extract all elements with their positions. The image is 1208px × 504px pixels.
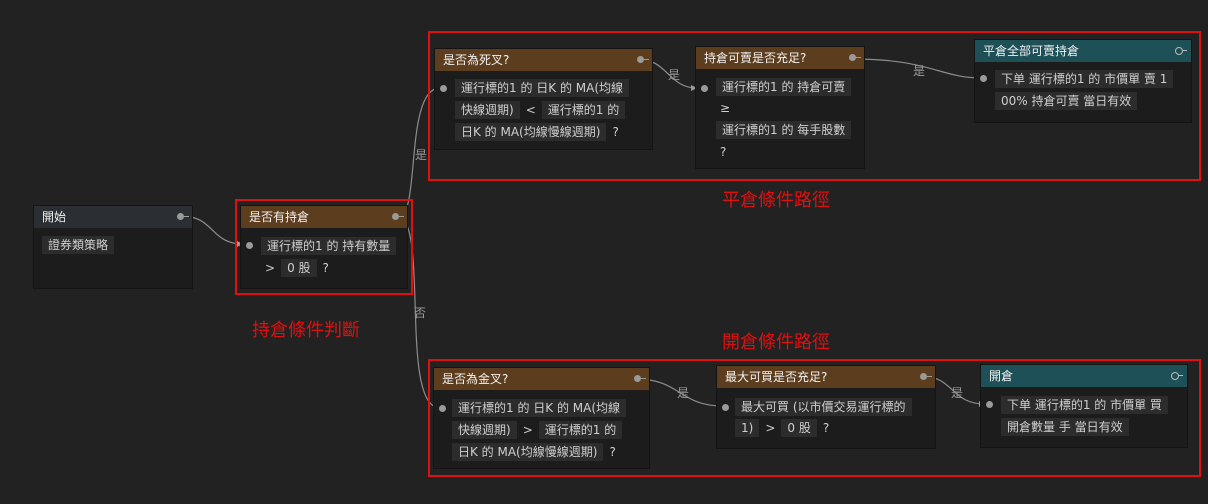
node-title: 是否為金叉? [442, 372, 509, 386]
condition-param-left[interactable]: 運行標的1 的 日K 的 MA(均線 [455, 79, 630, 97]
annotation-open-path: 開倉條件路徑 [722, 332, 830, 353]
annotation-box-close-path [428, 31, 1201, 181]
condition-param-left-cont[interactable]: 快線週期) [455, 101, 520, 119]
output-port[interactable] [637, 56, 649, 63]
input-port[interactable] [439, 405, 446, 412]
question-mark: ? [322, 261, 329, 275]
operator[interactable]: > [265, 261, 276, 275]
node-header: 最大可買是否充足? [717, 366, 935, 388]
order-line-2[interactable]: 開倉數量 手 當日有效 [1001, 418, 1129, 436]
output-port[interactable] [849, 54, 861, 61]
condition-param[interactable]: 最大可買 (以市價交易運行標的 [735, 398, 912, 416]
output-port[interactable] [1175, 47, 1187, 55]
edge-label-yes: 是 [677, 386, 690, 400]
node-header: 是否有持倉 [241, 206, 407, 228]
node-header: 持倉可賣是否充足? [696, 47, 864, 69]
node-header: 開始 [34, 206, 192, 228]
condition-param-left[interactable]: 運行標的1 的 持倉可賣 [716, 78, 852, 96]
input-port[interactable] [722, 404, 729, 411]
node-title: 開倉 [989, 369, 1014, 383]
node-header: 是否為死叉? [435, 49, 652, 71]
condition-param-right[interactable]: 運行標的1 的 [538, 421, 623, 439]
condition-value[interactable]: 0 股 [281, 259, 317, 277]
node-has-position[interactable]: 是否有持倉 運行標的1 的 持有數量 >0 股? [240, 205, 408, 289]
question-mark: ? [612, 125, 619, 139]
condition-param[interactable]: 運行標的1 的 持有數量 [261, 237, 397, 255]
input-port[interactable] [246, 242, 253, 249]
output-port[interactable] [920, 373, 932, 380]
strategy-type-value[interactable]: 證券類策略 [42, 236, 115, 254]
condition-param-left-cont[interactable]: 快線週期) [452, 421, 517, 439]
operator[interactable]: ≥ [720, 101, 731, 115]
output-port[interactable] [392, 213, 404, 220]
node-max-buy-sufficient[interactable]: 最大可買是否充足? 最大可買 (以市價交易運行標的 1) >0 股? [716, 365, 936, 449]
condition-param-left[interactable]: 運行標的1 的 日K 的 MA(均線 [452, 399, 627, 417]
arrow-head [691, 85, 697, 91]
input-port[interactable] [440, 85, 447, 92]
question-mark: ? [609, 445, 616, 459]
node-death-cross[interactable]: 是否為死叉? 運行標的1 的 日K 的 MA(均線 快線週期)<運行標的1 的 … [434, 48, 653, 150]
node-open-position[interactable]: 開倉 下单 運行標的1 的 市價單 買 開倉數量 手 當日有效 [980, 364, 1188, 448]
node-header: 平倉全部可賣持倉 [975, 40, 1191, 62]
node-sellable-sufficient[interactable]: 持倉可賣是否充足? 運行標的1 的 持倉可賣 ≥ 運行標的1 的 每手股數 ? [695, 46, 865, 169]
node-header: 是否為金叉? [434, 368, 649, 390]
edge-label-yes: 是 [668, 68, 681, 82]
condition-value[interactable]: 0 股 [781, 419, 817, 437]
annotation-box-open-path [428, 359, 1201, 477]
condition-param-right-cont[interactable]: 日K 的 MA(均線慢線週期) [455, 123, 607, 141]
order-line-1[interactable]: 下单 運行標的1 的 市價單 買 [1001, 396, 1168, 414]
question-mark: ? [822, 421, 830, 435]
annotation-box-hold-judge [235, 199, 413, 295]
condition-param-right[interactable]: 運行標的1 的 [541, 101, 626, 119]
order-line-2[interactable]: 00% 持倉可賣 當日有效 [995, 92, 1138, 110]
condition-param-cont[interactable]: 1) [735, 419, 760, 437]
edge-label-no: 否 [414, 306, 427, 320]
question-mark: ? [720, 145, 727, 159]
input-port[interactable] [701, 85, 708, 92]
condition-param-right[interactable]: 運行標的1 的 每手股數 [716, 121, 852, 139]
node-close-all-position[interactable]: 平倉全部可賣持倉 下单 運行標的1 的 市價單 賣 1 00% 持倉可賣 當日有… [974, 39, 1192, 123]
output-port[interactable] [634, 375, 646, 382]
operator[interactable]: > [765, 421, 776, 435]
order-line-1[interactable]: 下单 運行標的1 的 市價單 賣 1 [995, 70, 1174, 88]
condition-param-right-cont[interactable]: 日K 的 MA(均線慢線週期) [452, 443, 604, 461]
output-port[interactable] [177, 213, 189, 220]
wire-hold-to-golden [399, 215, 441, 409]
input-port[interactable] [980, 75, 987, 82]
node-title: 最大可買是否充足? [725, 370, 828, 384]
node-title: 持倉可賣是否充足? [704, 51, 807, 65]
operator[interactable]: > [522, 423, 533, 437]
node-golden-cross[interactable]: 是否為金叉? 運行標的1 的 日K 的 MA(均線 快線週期)>運行標的1 的 … [433, 367, 650, 469]
operator[interactable]: < [525, 103, 536, 117]
node-header: 開倉 [981, 365, 1187, 387]
node-title: 是否為死叉? [443, 53, 510, 67]
annotation-hold-judge: 持倉條件判斷 [252, 320, 360, 341]
annotation-close-path: 平倉條件路徑 [722, 190, 830, 211]
edge-label-yes: 是 [913, 64, 926, 78]
edge-label-yes: 是 [415, 148, 428, 162]
node-title: 是否有持倉 [249, 210, 310, 224]
input-port[interactable] [986, 401, 993, 408]
edge-label-yes: 是 [951, 386, 964, 400]
node-start[interactable]: 開始 證券類策略 [33, 205, 193, 289]
node-title: 開始 [42, 210, 67, 224]
node-title: 平倉全部可賣持倉 [983, 44, 1080, 58]
output-port[interactable] [1171, 372, 1183, 380]
wire-sellable-to-close [852, 58, 983, 79]
